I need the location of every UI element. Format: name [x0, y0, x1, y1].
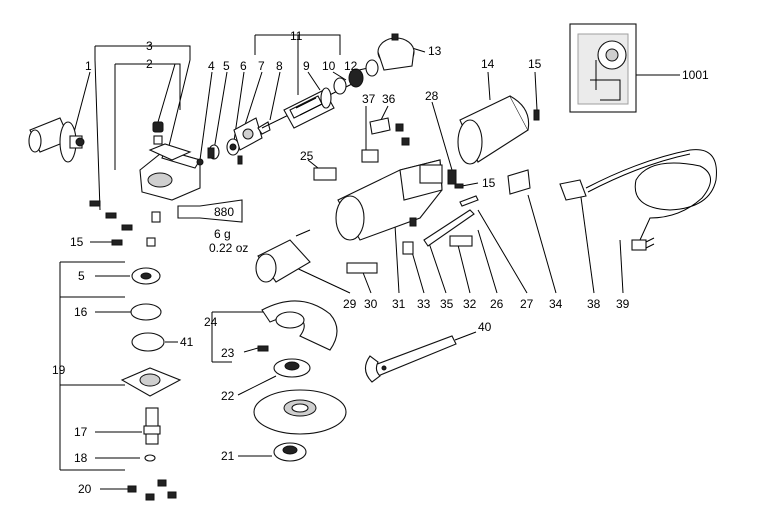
wheel-guard: [261, 300, 338, 351]
inset-detail: [569, 23, 637, 113]
side-handle: [28, 117, 85, 163]
callout-24: 24: [204, 315, 218, 329]
grease-weight-g: 6 g: [214, 227, 231, 241]
grease-tube: 880 6 g 0.22 oz: [177, 199, 248, 255]
retaining-ring: [144, 454, 156, 462]
callout-21: 21: [221, 449, 235, 463]
callout-8: 8: [276, 59, 283, 73]
callout-32: 32: [463, 297, 477, 311]
stator: [255, 229, 311, 283]
gear-housing: [139, 143, 201, 201]
grinding-wheel: [253, 389, 347, 435]
callout-28: 28: [425, 89, 439, 103]
callout-5-top: 5: [223, 59, 230, 73]
callout-31: 31: [392, 297, 406, 311]
motor-cover: [457, 95, 530, 165]
callout-1001: 1001: [682, 68, 709, 82]
callout-4: 4: [208, 59, 215, 73]
inner-flange: [273, 358, 311, 378]
callout-26: 26: [490, 297, 504, 311]
callout-18: 18: [74, 451, 88, 465]
callout-15-mid: 15: [482, 176, 496, 190]
callout-9: 9: [303, 59, 310, 73]
callout-27: 27: [520, 297, 534, 311]
fan-baffle: [377, 33, 415, 71]
callout-29: 29: [343, 297, 357, 311]
callout-36: 36: [382, 92, 396, 106]
callout-19: 19: [52, 363, 66, 377]
callout-20: 20: [78, 482, 92, 496]
callout-37: 37: [362, 92, 376, 106]
callout-25: 25: [300, 149, 314, 163]
callout-34: 34: [549, 297, 563, 311]
switch-parts: [402, 195, 479, 255]
callout-15-left: 15: [70, 235, 84, 249]
brush-parts: [361, 117, 410, 163]
power-cable: [559, 149, 717, 251]
callout-35: 35: [440, 297, 454, 311]
callout-40: 40: [478, 320, 492, 334]
armature: [261, 59, 379, 129]
callout-23: 23: [221, 346, 235, 360]
leader-lines: [59, 34, 680, 490]
callout-17: 17: [74, 425, 88, 439]
spindle-small-parts: [196, 117, 271, 166]
callout-7: 7: [258, 59, 265, 73]
o-ring: [130, 303, 162, 321]
callout-33: 33: [417, 297, 431, 311]
grease-code: 880: [214, 205, 234, 219]
callout-39: 39: [616, 297, 630, 311]
callout-5-left: 5: [78, 269, 85, 283]
insulation-strip: [346, 262, 378, 274]
flange-screws: [127, 479, 177, 501]
clamping-nut: [273, 442, 307, 462]
motor-housing: [335, 159, 443, 241]
grease-weight-oz: 0.22 oz: [209, 241, 248, 255]
guard-screw: [257, 345, 269, 352]
strain-relief-sleeve: [507, 169, 531, 195]
spindle: [143, 407, 161, 445]
callout-1: 1: [85, 59, 92, 73]
callout-38: 38: [587, 297, 601, 311]
gear-parts: [152, 121, 164, 145]
callout-13: 13: [428, 44, 442, 58]
spanner-wrench: [364, 335, 457, 383]
callout-30: 30: [364, 297, 378, 311]
callout-2: 2: [146, 57, 153, 71]
callout-3: 3: [146, 39, 153, 53]
callout-41: 41: [180, 335, 194, 349]
callout-14: 14: [481, 57, 495, 71]
screws: [89, 109, 540, 247]
callout-22: 22: [221, 389, 235, 403]
callout-10: 10: [322, 59, 336, 73]
callout-11: 11: [290, 29, 303, 43]
callout-12: 12: [344, 59, 358, 73]
bevel-gear: [131, 267, 161, 285]
callout-labels: 3 1 2 4 5 6 7 8 11 9 10 12 13 14 15 1001…: [52, 29, 709, 496]
bearing-flange: [120, 367, 182, 397]
seal-ring: [131, 332, 165, 352]
rating-plate: [313, 167, 337, 181]
callout-15-top: 15: [528, 57, 542, 71]
switch-part: [447, 169, 457, 185]
callout-6: 6: [240, 59, 247, 73]
callout-16: 16: [74, 305, 88, 319]
